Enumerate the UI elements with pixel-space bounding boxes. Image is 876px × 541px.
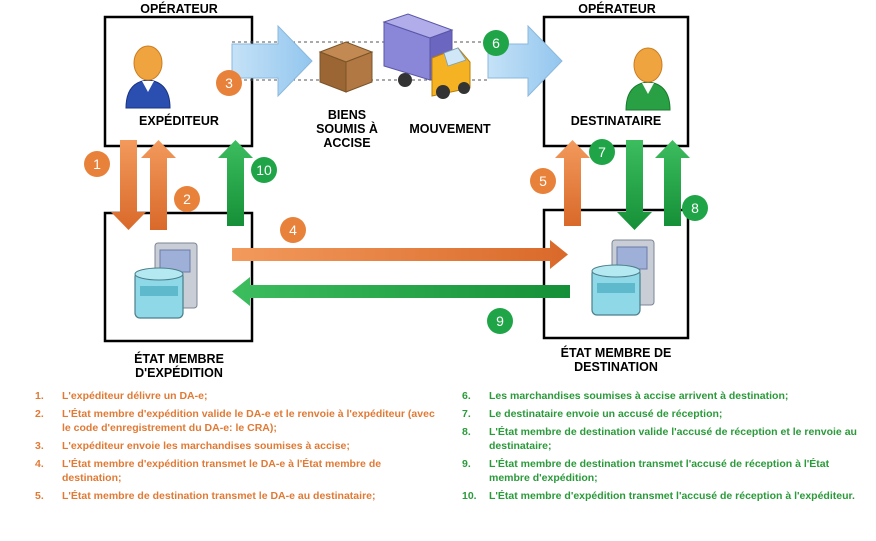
arrow-step-8 (655, 140, 690, 226)
step-marker-8: 8 (682, 195, 708, 221)
legend-item-number: 3. (35, 440, 44, 452)
arrow-shipment-in (487, 24, 563, 98)
excise-movement-diagram: 1 2 3 4 5 6 7 8 9 10 (84, 13, 708, 343)
destinataire-label: DESTINATAIRE (570, 114, 662, 128)
legend-item-text: Le destinataire envoie un accusé de réce… (489, 408, 723, 420)
legend-item-text: L'État membre de destination transmet l'… (489, 458, 830, 484)
legend-item: 2. L'État membre d'expédition valide le D… (35, 407, 435, 435)
legend-item: 8. L'État membre de destination valide l'… (462, 425, 862, 453)
legend-item-text: L'État membre d'expédition valide le DA-… (62, 408, 435, 434)
goods-box-icon (318, 41, 374, 93)
step-marker-5: 5 (530, 168, 556, 194)
ms-expedition-label: ÉTAT MEMBRE D'EXPÉDITION (134, 352, 224, 380)
step-number: 10 (256, 162, 272, 178)
operator-right-label: OPÉRATEUR (578, 2, 656, 16)
step-marker-7: 7 (589, 139, 615, 165)
legend-item: 10. L'État membre d'expédition transmet l… (462, 489, 862, 503)
step-number: 9 (496, 313, 504, 329)
legend-item-number: 1. (35, 390, 44, 402)
legend-item-text: L'État membre de destination valide l'ac… (489, 426, 857, 452)
legend-item: 6. Les marchandises soumises à accise arr… (462, 389, 862, 403)
legend-item-text: L'État membre de destination transmet le… (62, 490, 376, 502)
legend-item-text: Les marchandises soumises à accise arriv… (489, 390, 789, 402)
person-destinataire-icon (625, 47, 671, 111)
legend-item-number: 6. (462, 390, 471, 402)
truck-icon (382, 13, 471, 99)
arrow-step-9 (232, 277, 570, 306)
step-number: 6 (492, 35, 500, 51)
step-marker-1: 1 (84, 151, 110, 177)
ms-destination-label: ÉTAT MEMBRE DE DESTINATION (560, 346, 672, 374)
server-expedition-icon (134, 242, 198, 319)
legend-item-text: L'expéditeur envoie les marchandises sou… (62, 440, 350, 452)
legend-item-number: 9. (462, 458, 471, 470)
arrow-step-7 (617, 140, 652, 230)
legend-item-text: L'expéditeur délivre un DA-e; (62, 390, 208, 402)
legend-item-number: 5. (35, 490, 44, 502)
step-number: 4 (289, 222, 297, 238)
step-number: 1 (93, 156, 101, 172)
step-marker-9: 9 (487, 308, 513, 334)
step-marker-3: 3 (216, 70, 242, 96)
arrow-step-5 (555, 140, 590, 226)
legend-item-text: L'État membre d'expédition transmet le D… (62, 458, 382, 484)
arrow-step-2 (141, 140, 176, 230)
step-number: 8 (691, 200, 699, 216)
person-expediteur-icon (125, 45, 171, 109)
legend-item-number: 8. (462, 426, 471, 438)
arrow-step-4 (232, 240, 568, 269)
step-marker-6: 6 (483, 30, 509, 56)
step-marker-4: 4 (280, 217, 306, 243)
step-number: 7 (598, 144, 606, 160)
server-destination-icon (591, 239, 655, 316)
step-number: 3 (225, 75, 233, 91)
legend-item-number: 2. (35, 408, 44, 420)
legend-left: 1. L'expéditeur délivre un DA-e; 2. L'État … (35, 389, 435, 507)
legend-right: 6. Les marchandises soumises à accise arr… (462, 389, 862, 507)
legend-item-number: 7. (462, 408, 471, 420)
operator-left-label: OPÉRATEUR (140, 2, 218, 16)
step-number: 5 (539, 173, 547, 189)
arrow-step-10 (218, 140, 253, 226)
step-marker-2: 2 (174, 186, 200, 212)
legend-item-number: 10. (462, 490, 477, 502)
arrow-step-1 (111, 140, 146, 230)
legend-item-text: L'État membre d'expédition transmet l'ac… (489, 490, 855, 502)
legend-item: 7. Le destinataire envoie un accusé de ré… (462, 407, 862, 421)
step-number: 2 (183, 191, 191, 207)
legend-item: 5. L'État membre de destination transmet … (35, 489, 435, 503)
legend-item: 4. L'État membre d'expédition transmet le… (35, 457, 435, 485)
expediteur-label: EXPÉDITEUR (139, 114, 219, 128)
step-marker-10: 10 (251, 157, 277, 183)
step-markers: 1 2 3 4 5 6 7 8 9 10 (84, 30, 708, 334)
legend-item-number: 4. (35, 458, 44, 470)
box-operator-destinataire (542, 15, 690, 148)
legend-item: 3. L'expéditeur envoie les marchandises s… (35, 439, 435, 453)
legend-item: 1. L'expéditeur délivre un DA-e; (35, 389, 435, 403)
movement-label: MOUVEMENT (409, 122, 491, 136)
legend-item: 9. L'État membre de destination transmet … (462, 457, 862, 485)
goods-label: BIENS SOUMIS À ACCISE (316, 108, 378, 150)
